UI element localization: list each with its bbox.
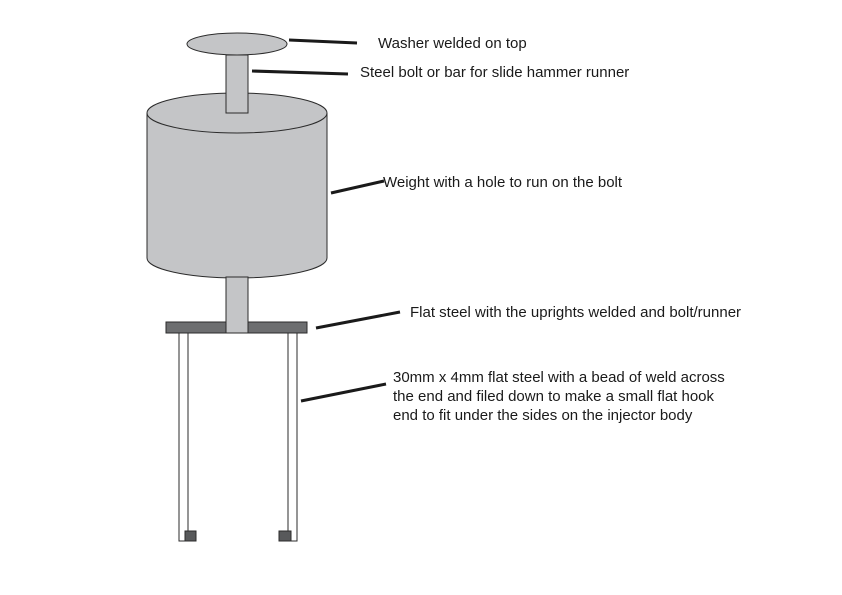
bolt-on-plate bbox=[225, 276, 249, 334]
leader-flat-steel bbox=[315, 310, 401, 330]
label-flat-steel: Flat steel with the uprights welded and … bbox=[410, 304, 742, 321]
label-uprights-line-2: the end and filed down to make a small f… bbox=[393, 388, 715, 405]
leader-weight bbox=[330, 179, 385, 195]
weight-cylinder-body bbox=[146, 113, 328, 279]
washer-top bbox=[186, 32, 288, 56]
label-uprights-line-3: end to fit under the sides on the inject… bbox=[393, 407, 693, 424]
upright-left bbox=[178, 332, 189, 542]
bolt-through-weight bbox=[225, 54, 249, 114]
hook-left bbox=[184, 530, 197, 542]
leader-bolt bbox=[251, 69, 349, 76]
leader-uprights bbox=[300, 382, 387, 403]
leader-washer bbox=[288, 38, 358, 45]
hook-right bbox=[278, 530, 292, 542]
label-bolt: Steel bolt or bar for slide hammer runne… bbox=[360, 64, 630, 81]
label-uprights-line-1: 30mm x 4mm flat steel with a bead of wel… bbox=[393, 369, 725, 386]
label-uprights: 30mm x 4mm flat steel with a bead of wel… bbox=[393, 368, 725, 425]
label-washer: Washer welded on top bbox=[378, 35, 527, 52]
upright-right bbox=[287, 332, 298, 542]
label-weight: Weight with a hole to run on the bolt bbox=[383, 174, 623, 191]
